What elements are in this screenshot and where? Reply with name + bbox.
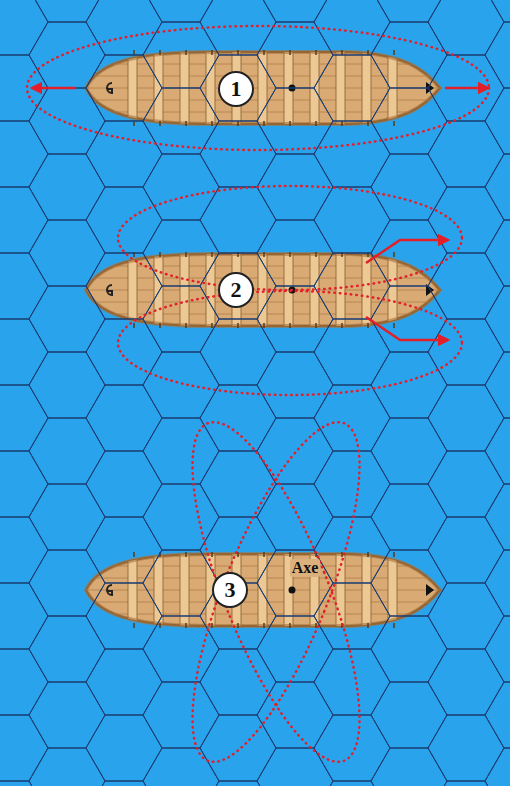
bow-mark xyxy=(426,584,434,596)
move-arrows xyxy=(32,88,488,340)
stern-mark xyxy=(107,285,112,295)
part-name: Axe xyxy=(290,559,321,577)
callout-number: 3 xyxy=(225,579,236,601)
longship xyxy=(80,550,445,630)
number-circle: 2 xyxy=(218,272,254,308)
callout-number: 1 xyxy=(231,78,242,100)
range-ellipses xyxy=(27,26,489,780)
number-circle: 3 xyxy=(212,572,248,608)
callout-number: 2 xyxy=(231,279,242,301)
stern-mark xyxy=(107,83,112,93)
mast-dot xyxy=(289,587,296,594)
number-circle: 1 xyxy=(218,71,254,107)
stern-mark xyxy=(107,585,112,595)
